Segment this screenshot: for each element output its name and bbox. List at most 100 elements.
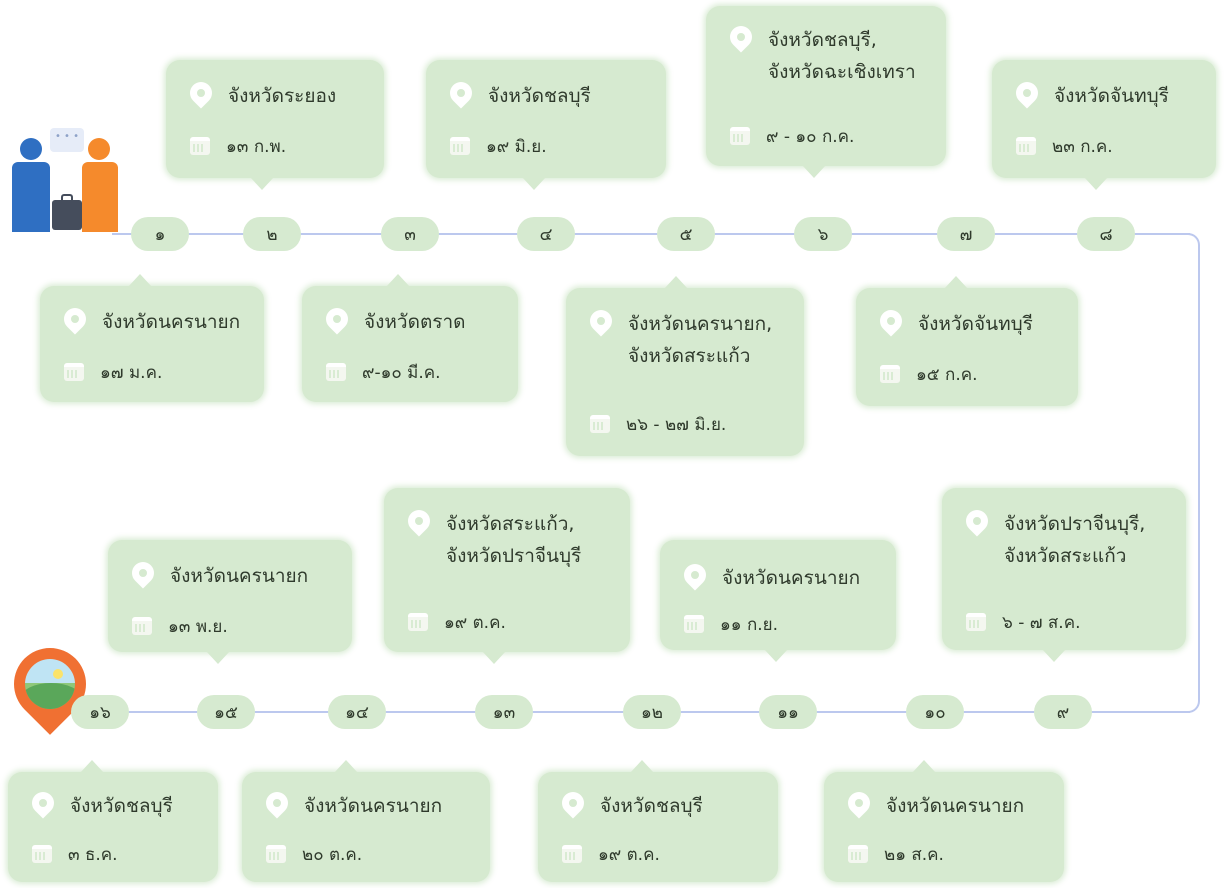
card-pointer	[802, 165, 826, 178]
calendar-icon	[966, 613, 986, 631]
location-pin-icon	[679, 559, 711, 591]
timeline-node: ๙	[1034, 695, 1092, 729]
location-pin-icon	[27, 787, 59, 819]
event-location: จังหวัดจันทบุรี	[1054, 80, 1169, 112]
event-location: จังหวัดนครนายก	[304, 790, 442, 822]
card-pointer	[630, 760, 654, 773]
calendar-icon	[132, 617, 152, 635]
event-date: ๒๑ ส.ค.	[884, 845, 944, 865]
card-pointer	[1084, 177, 1108, 190]
location-line: จังหวัดชลบุรี	[488, 85, 591, 107]
card-pointer	[334, 760, 358, 773]
location-pin-icon	[875, 305, 907, 337]
location-pin-icon	[557, 787, 589, 819]
calendar-icon	[730, 127, 750, 145]
card-pointer	[912, 760, 936, 773]
location-pin-icon	[1011, 77, 1043, 109]
location-line: จังหวัดฉะเชิงเทรา	[768, 61, 916, 83]
event-card: จังหวัดนครนายก๒๑ ส.ค.	[824, 760, 1064, 882]
event-location: จังหวัดชลบุรี	[70, 790, 173, 822]
event-date: ๑๑ ก.ย.	[720, 615, 779, 635]
event-location: จังหวัดจันทบุรี	[918, 308, 1033, 340]
calendar-icon	[450, 137, 470, 155]
event-card: จังหวัดชลบุรี๑๙ ต.ค.	[538, 760, 778, 882]
calendar-icon	[562, 845, 582, 863]
card-pointer	[482, 651, 506, 664]
event-location: จังหวัดสระแก้ว,จังหวัดปราจีนบุรี	[446, 508, 581, 572]
card-pointer	[128, 274, 152, 287]
calendar-icon	[32, 845, 52, 863]
location-line: จังหวัดนครนายก,	[628, 313, 773, 335]
event-location: จังหวัดนครนายก	[170, 560, 308, 592]
event-date: ๑๕ ก.ค.	[916, 365, 978, 385]
event-date: ๒๖ - ๒๗ มิ.ย.	[626, 415, 727, 435]
top-connector-line	[112, 233, 1190, 235]
timeline-node: ๖	[794, 217, 852, 251]
timeline-node: ๑๑	[759, 695, 817, 729]
event-location: จังหวัดปราจีนบุรี,จังหวัดสระแก้ว	[1004, 508, 1145, 572]
calendar-icon	[326, 363, 346, 381]
card-pointer	[522, 177, 546, 190]
calendar-icon	[190, 137, 210, 155]
calendar-icon	[684, 615, 704, 633]
calendar-icon	[266, 845, 286, 863]
event-location: จังหวัดชลบุรี, จังหวัดฉะเชิงเทรา	[768, 24, 916, 88]
event-date: ๙ - ๑๐ ก.ค.	[766, 127, 855, 147]
location-line: จังหวัดสระแก้ว,	[446, 513, 575, 535]
event-location: จังหวัดนครนายก	[886, 790, 1024, 822]
timeline-node: ๑	[131, 217, 189, 251]
location-line: จังหวัดนครนายก	[886, 795, 1025, 817]
event-card: จังหวัดนครนายก๒๐ ต.ค.	[242, 760, 490, 882]
timeline-node: ๓	[381, 217, 439, 251]
event-card: จังหวัดชลบุรี, จังหวัดฉะเชิงเทรา๙ - ๑๐ ก.…	[706, 6, 946, 178]
location-line: จังหวัดจันทบุรี	[918, 313, 1033, 335]
event-location: จังหวัดระยอง	[228, 80, 336, 112]
location-pin-icon	[321, 303, 353, 335]
location-pin-icon	[843, 787, 875, 819]
card-pointer	[250, 177, 274, 190]
event-date: ๑๗ ม.ค.	[100, 363, 163, 383]
event-date: ๒๐ ต.ค.	[302, 845, 363, 865]
location-pin-icon	[261, 787, 293, 819]
timeline-node: ๔	[517, 217, 575, 251]
location-line: จังหวัดชลบุรี	[70, 795, 173, 817]
event-card: จังหวัดระยอง๑๓ ก.พ.	[166, 60, 384, 190]
location-line: จังหวัดสระแก้ว	[1004, 545, 1127, 567]
card-pointer	[944, 276, 968, 289]
event-card: จังหวัดนครนายก๑๓ พ.ย.	[108, 540, 352, 664]
right-connector-curve	[1186, 233, 1200, 713]
location-line: จังหวัดชลบุรี,	[768, 29, 877, 51]
event-card: จังหวัดปราจีนบุรี,จังหวัดสระแก้ว๖ - ๗ ส.…	[942, 488, 1186, 662]
event-card: จังหวัดชลบุรี๓ ธ.ค.	[8, 760, 218, 882]
location-line: จังหวัดนครนายก	[722, 567, 861, 589]
timeline-node: ๑๐	[906, 695, 964, 729]
timeline-node: ๘	[1077, 217, 1135, 251]
location-pin-icon	[725, 21, 757, 53]
calendar-icon	[408, 613, 428, 631]
card-pointer	[206, 651, 230, 664]
calendar-icon	[880, 365, 900, 383]
card-pointer	[1042, 649, 1066, 662]
calendar-icon	[590, 415, 610, 433]
timeline-node: ๑๕	[197, 695, 255, 729]
location-pin-icon	[59, 303, 91, 335]
timeline-node: ๕	[657, 217, 715, 251]
location-pin-icon	[403, 505, 435, 537]
location-pin-icon	[961, 505, 993, 537]
event-date: ๑๙ มิ.ย.	[486, 137, 547, 157]
event-date: ๖ - ๗ ส.ค.	[1002, 613, 1081, 633]
event-card: จังหวัดนครนายก๑๗ ม.ค.	[40, 274, 264, 402]
location-line: จังหวัดนครนายก	[170, 565, 309, 587]
event-location: จังหวัดนครนายก,จังหวัดสระแก้ว	[628, 308, 772, 372]
timeline-node: ๑๖	[71, 695, 129, 729]
event-location: จังหวัดชลบุรี	[600, 790, 703, 822]
location-line: จังหวัดนครนายก	[304, 795, 443, 817]
location-line: จังหวัดระยอง	[228, 85, 337, 107]
location-pin-icon	[127, 557, 159, 589]
timeline-node: ๒	[243, 217, 301, 251]
card-pointer	[764, 649, 788, 662]
event-location: จังหวัดนครนายก	[102, 306, 240, 338]
location-line: จังหวัดชลบุรี	[600, 795, 703, 817]
timeline-node: ๗	[937, 217, 995, 251]
location-pin-icon	[585, 305, 617, 337]
